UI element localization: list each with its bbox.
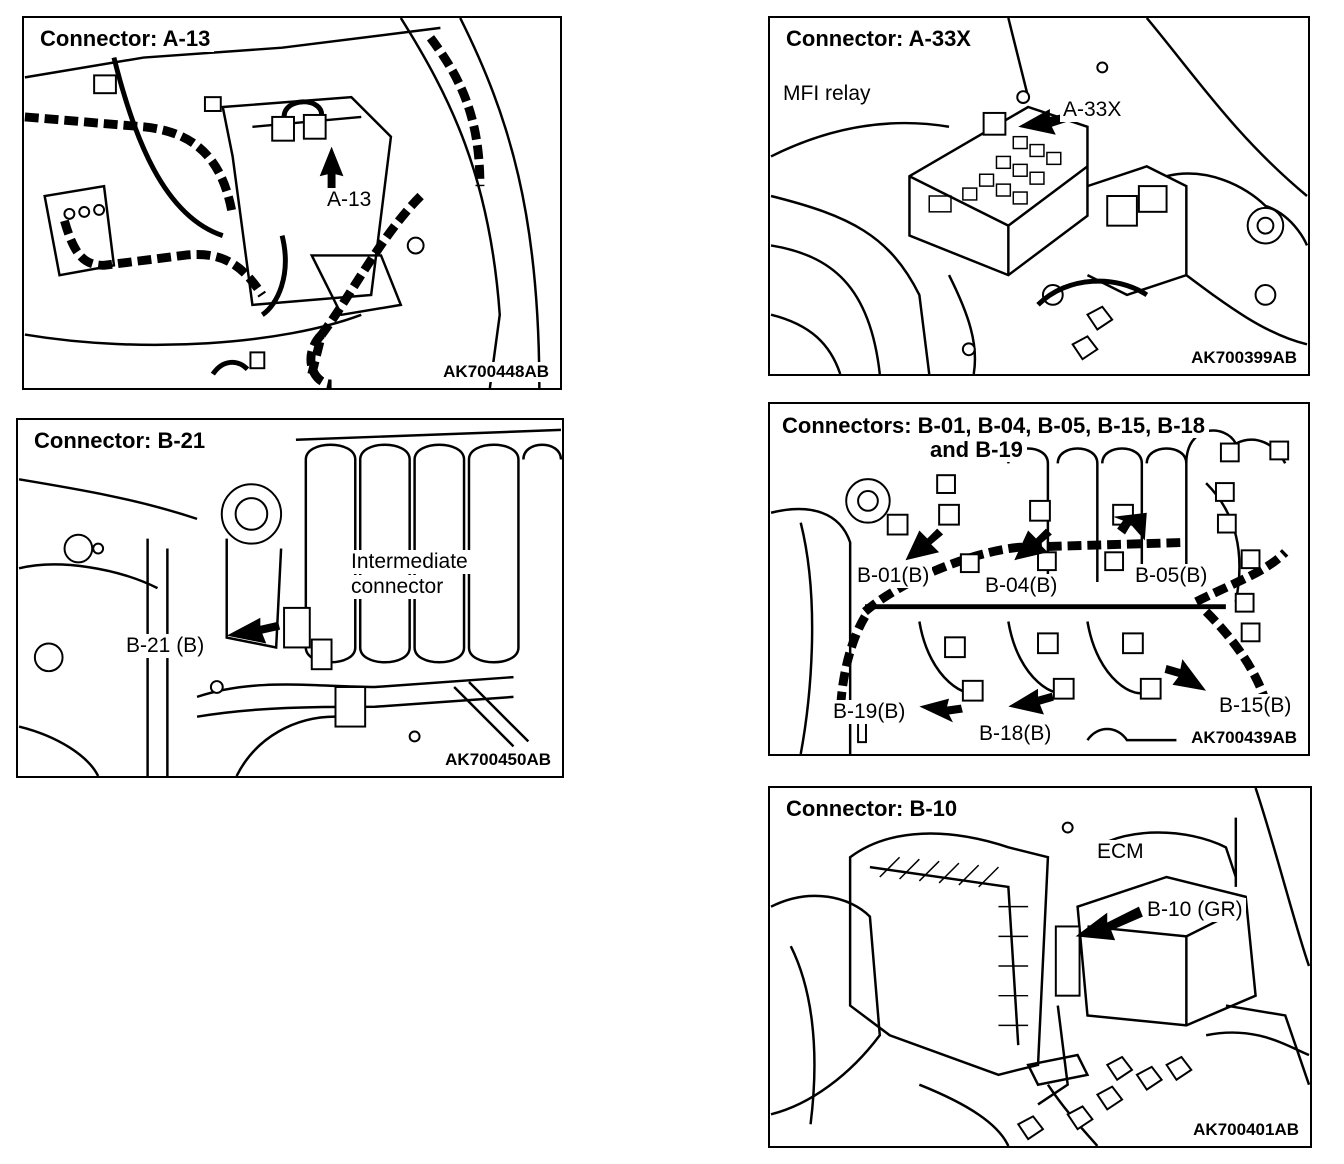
b04-label: B-04(B) [982,574,1061,598]
figure-code: AK700450AB [442,750,554,770]
b10-illustration [770,788,1310,1146]
a33x-illustration [770,18,1308,374]
figure-code: AK700399AB [1188,348,1300,368]
b01-label: B-01(B) [854,564,933,588]
panel-connector-b10: Connector: B-10 ECM B-10 (GR) AK700401AB [768,786,1312,1148]
panel-title: Connector: A-13 [36,26,215,52]
b21-illustration [18,428,562,776]
a13-callout-label: A-13 [324,188,375,212]
b18-label: B-18(B) [976,722,1055,746]
panel-connector-a33x: Connector: A-33X MFI relay A-33X AK70039… [768,16,1310,376]
panel-connector-a13: Connector: A-13 A-13 AK700448AB [22,16,562,390]
ecm-label: ECM [1094,840,1147,864]
b21-callout-label: B-21 (B) [123,634,208,658]
mfi-relay-label: MFI relay [780,82,874,106]
panel-title: Connector: B-21 [30,428,210,454]
a33x-callout-label: A-33X [1060,98,1125,122]
b19-label: B-19(B) [830,700,909,724]
panel-title-line1: Connectors: B-01, B-04, B-05, B-15, B-18 [778,414,1209,438]
figure-code: AK700448AB [440,362,552,382]
figure-code: AK700439AB [1188,728,1300,748]
panel-connector-b21: Connector: B-21 Intermediate connector B… [16,418,564,778]
panel-title-line2: and B-19 [926,438,1027,462]
intermediate-label-line1: Intermediate [348,550,471,574]
bmulti-illustration [770,429,1290,754]
figure-code: AK700401AB [1190,1120,1302,1140]
b05-label: B-05(B) [1132,564,1211,588]
panel-connectors-b01-b19: Connectors: B-01, B-04, B-05, B-15, B-18… [768,402,1310,756]
panel-title: Connector: B-10 [782,796,962,822]
a13-illustration [24,18,541,388]
b10-callout-label: B-10 (GR) [1144,898,1246,922]
panel-title: Connector: A-33X [782,26,975,52]
intermediate-label-line2: connector [348,575,447,599]
b15-label: B-15(B) [1216,694,1295,718]
